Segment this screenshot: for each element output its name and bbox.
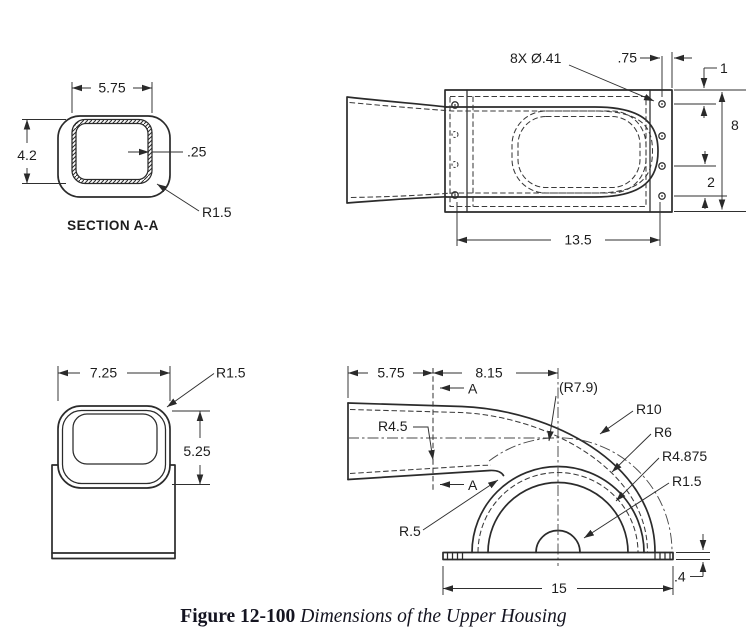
section-wall-hatch [72, 119, 152, 184]
dim-inlet-length: 5.75 [377, 365, 404, 381]
dim-dome-outer-radius: R6 [654, 424, 672, 440]
section-arrow-label-top: A [468, 381, 478, 397]
side-view-dimensions: 5.75 8.15 A A R4.5 R.5 (R7.9) R10 R6 R4.… [347, 365, 710, 596]
dim-ref-radius: (R7.9) [559, 379, 598, 395]
dim-top-offset: 1 [720, 60, 728, 76]
dim-hole-spacing: 2 [707, 174, 715, 190]
dim-boss-radius: R1.5 [672, 473, 702, 489]
engineering-drawing: 5.75 4.2 .25 R1.5 SECTION A-A [17, 50, 746, 596]
side-view-geometry [347, 368, 674, 566]
dim-hole-span: 13.5 [564, 232, 591, 248]
dim-section-corner-radius: R1.5 [202, 204, 232, 220]
dim-inner-bend-radius: R4.5 [378, 418, 408, 434]
dim-base-thickness: .4 [674, 569, 686, 585]
top-view-dimensions: 8X Ø.41 .75 1 2 8 13.5 [456, 50, 746, 248]
caption-title: Dimensions of the Upper Housing [295, 606, 567, 627]
top-view: 8X Ø.41 .75 1 2 8 13.5 [346, 50, 746, 248]
section-title: SECTION A-A [67, 218, 159, 233]
dim-flange-height: 8 [731, 117, 739, 133]
front-view-geometry [51, 405, 176, 560]
dim-front-width: 7.25 [90, 365, 117, 381]
section-geometry [57, 115, 171, 198]
flange-holes [451, 100, 666, 200]
dim-dome-inner-radius: R4.875 [662, 448, 707, 464]
front-view-dimensions: 7.25 R1.5 5.25 [57, 365, 246, 485]
dim-section-width: 5.75 [98, 80, 125, 96]
dim-base-length: 15 [551, 580, 567, 596]
section-view-aa: 5.75 4.2 .25 R1.5 SECTION A-A [17, 80, 232, 234]
section-arrow-label-bottom: A [468, 477, 478, 493]
dim-front-corner-radius: R1.5 [216, 365, 246, 381]
top-view-geometry [346, 89, 673, 213]
caption-figure-number: Figure 12-100 [180, 606, 296, 627]
side-view: 5.75 8.15 A A R4.5 R.5 (R7.9) R10 R6 R4.… [347, 365, 710, 596]
dim-fillet-radius: R.5 [399, 523, 421, 539]
dim-edge-to-hole: .75 [618, 50, 638, 66]
section-dimensions: 5.75 4.2 .25 R1.5 [17, 80, 232, 221]
dim-front-height: 5.25 [183, 443, 210, 459]
dim-bend-offset: 8.15 [475, 365, 502, 381]
dim-wall-thickness: .25 [187, 144, 207, 160]
dim-holes-callout: 8X Ø.41 [510, 50, 562, 66]
dim-outer-radius: R10 [636, 401, 662, 417]
front-view: 7.25 R1.5 5.25 [51, 365, 246, 560]
dim-section-height: 4.2 [17, 147, 37, 163]
figure-caption: Figure 12-100 Dimensions of the Upper Ho… [0, 604, 747, 630]
